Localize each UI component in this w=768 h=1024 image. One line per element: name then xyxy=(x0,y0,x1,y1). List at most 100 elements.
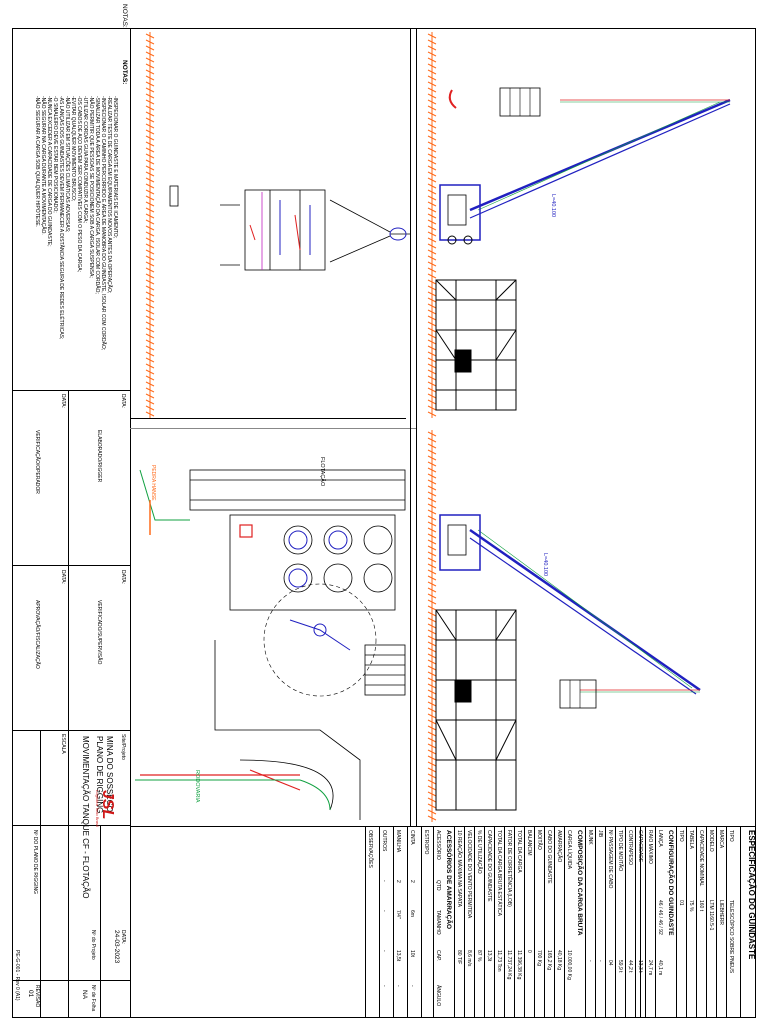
hatch-mark xyxy=(427,321,437,327)
suspended-load xyxy=(559,679,597,709)
hatch-mark xyxy=(427,39,437,45)
hatch-mark xyxy=(427,93,437,99)
divider xyxy=(640,826,641,1018)
hatch-mark xyxy=(427,809,437,815)
hatch-mark xyxy=(427,255,437,261)
hatch-mark xyxy=(145,321,155,327)
hatch-mark xyxy=(145,117,155,123)
divider xyxy=(534,826,535,1018)
divider xyxy=(615,826,616,1018)
hatch-mark xyxy=(145,177,155,183)
plant-plan-view xyxy=(189,469,406,820)
hatch-mark xyxy=(145,69,155,75)
hatch-mark xyxy=(427,725,437,731)
hatch-mark xyxy=(427,75,437,81)
hatch-mark xyxy=(427,557,437,563)
hatch-mark xyxy=(145,165,155,171)
divider xyxy=(494,826,495,1018)
plant-plan-red xyxy=(140,524,301,791)
hatch-mark xyxy=(145,261,155,267)
hatch-mark xyxy=(145,357,155,363)
flotation-label: FLOTAÇÃO xyxy=(319,457,325,487)
hatch-mark xyxy=(145,399,155,405)
divider xyxy=(686,826,687,1018)
hatch-mark xyxy=(427,551,437,557)
divider xyxy=(12,730,130,731)
divider xyxy=(544,826,545,1018)
hatch-mark xyxy=(427,279,437,285)
hatch-mark xyxy=(427,695,437,701)
hatch-mark xyxy=(145,45,155,51)
divider xyxy=(696,826,697,1018)
hatch-mark xyxy=(427,497,437,503)
hatch-mark xyxy=(427,147,437,153)
hatch-mark xyxy=(427,659,437,665)
divider xyxy=(625,826,626,1018)
hatch-mark xyxy=(145,159,155,165)
hatch-mark xyxy=(427,105,437,111)
hatch-mark xyxy=(427,369,437,375)
hatch-mark xyxy=(427,315,437,321)
hatch-mark xyxy=(427,153,437,159)
hatch-mark xyxy=(145,237,155,243)
hatch-mark xyxy=(145,309,155,315)
hatch-mark xyxy=(427,779,437,785)
hatch-mark xyxy=(427,111,437,117)
hatch-mark xyxy=(427,45,437,51)
hatch-mark xyxy=(427,737,437,743)
divider xyxy=(554,826,555,1018)
hatch-mark xyxy=(145,135,155,141)
hatch-mark xyxy=(427,213,437,219)
hatch-mark xyxy=(427,647,437,653)
hatch-mark xyxy=(427,731,437,737)
hatch-mark xyxy=(427,129,437,135)
hatch-mark xyxy=(427,267,437,273)
hatch-mark xyxy=(427,563,437,569)
hatch-mark xyxy=(427,291,437,297)
swing-radius xyxy=(263,583,377,697)
hatch-mark xyxy=(145,99,155,105)
hatch-mark xyxy=(145,147,155,153)
hatch-mark xyxy=(427,345,437,351)
hatch-mark xyxy=(145,351,155,357)
hatch-mark xyxy=(427,683,437,689)
hatch-mark xyxy=(427,375,437,381)
hatch-mark xyxy=(145,285,155,291)
hatch-mark xyxy=(145,195,155,201)
hatch-mark xyxy=(427,467,437,473)
hatch-mark xyxy=(427,719,437,725)
hatch-mark xyxy=(427,713,437,719)
hatch-mark xyxy=(427,261,437,267)
hatch-mark xyxy=(145,87,155,93)
divider xyxy=(421,826,422,1018)
hatch-mark xyxy=(427,249,437,255)
hatch-mark xyxy=(427,333,437,339)
hatch-mark xyxy=(427,527,437,533)
hatch-mark xyxy=(145,111,155,117)
hatch-mark xyxy=(145,255,155,261)
hatch-mark xyxy=(427,785,437,791)
rock-label: PEDRA HANSE xyxy=(150,465,156,501)
divider xyxy=(12,390,130,391)
hatch-mark xyxy=(145,333,155,339)
hatch-mark xyxy=(427,399,437,405)
divider xyxy=(130,418,406,419)
hatch-mark xyxy=(145,207,155,213)
hatch-mark xyxy=(145,219,155,225)
hatch-mark xyxy=(427,629,437,635)
hatch-mark xyxy=(145,39,155,45)
hatch-mark xyxy=(427,743,437,749)
hatch-mark xyxy=(427,755,437,761)
crane-profile-bottom xyxy=(439,514,701,709)
hatch-mark xyxy=(427,135,437,141)
hatch-mark xyxy=(427,51,437,57)
divider xyxy=(726,826,727,1018)
divider xyxy=(635,826,636,1018)
hatch-mark xyxy=(427,351,437,357)
hatch-mark xyxy=(145,81,155,87)
hatch-mark xyxy=(427,285,437,291)
hatch-mark xyxy=(427,707,437,713)
hatch-mark xyxy=(145,345,155,351)
hatch-mark xyxy=(427,539,437,545)
hatch-mark xyxy=(427,701,437,707)
